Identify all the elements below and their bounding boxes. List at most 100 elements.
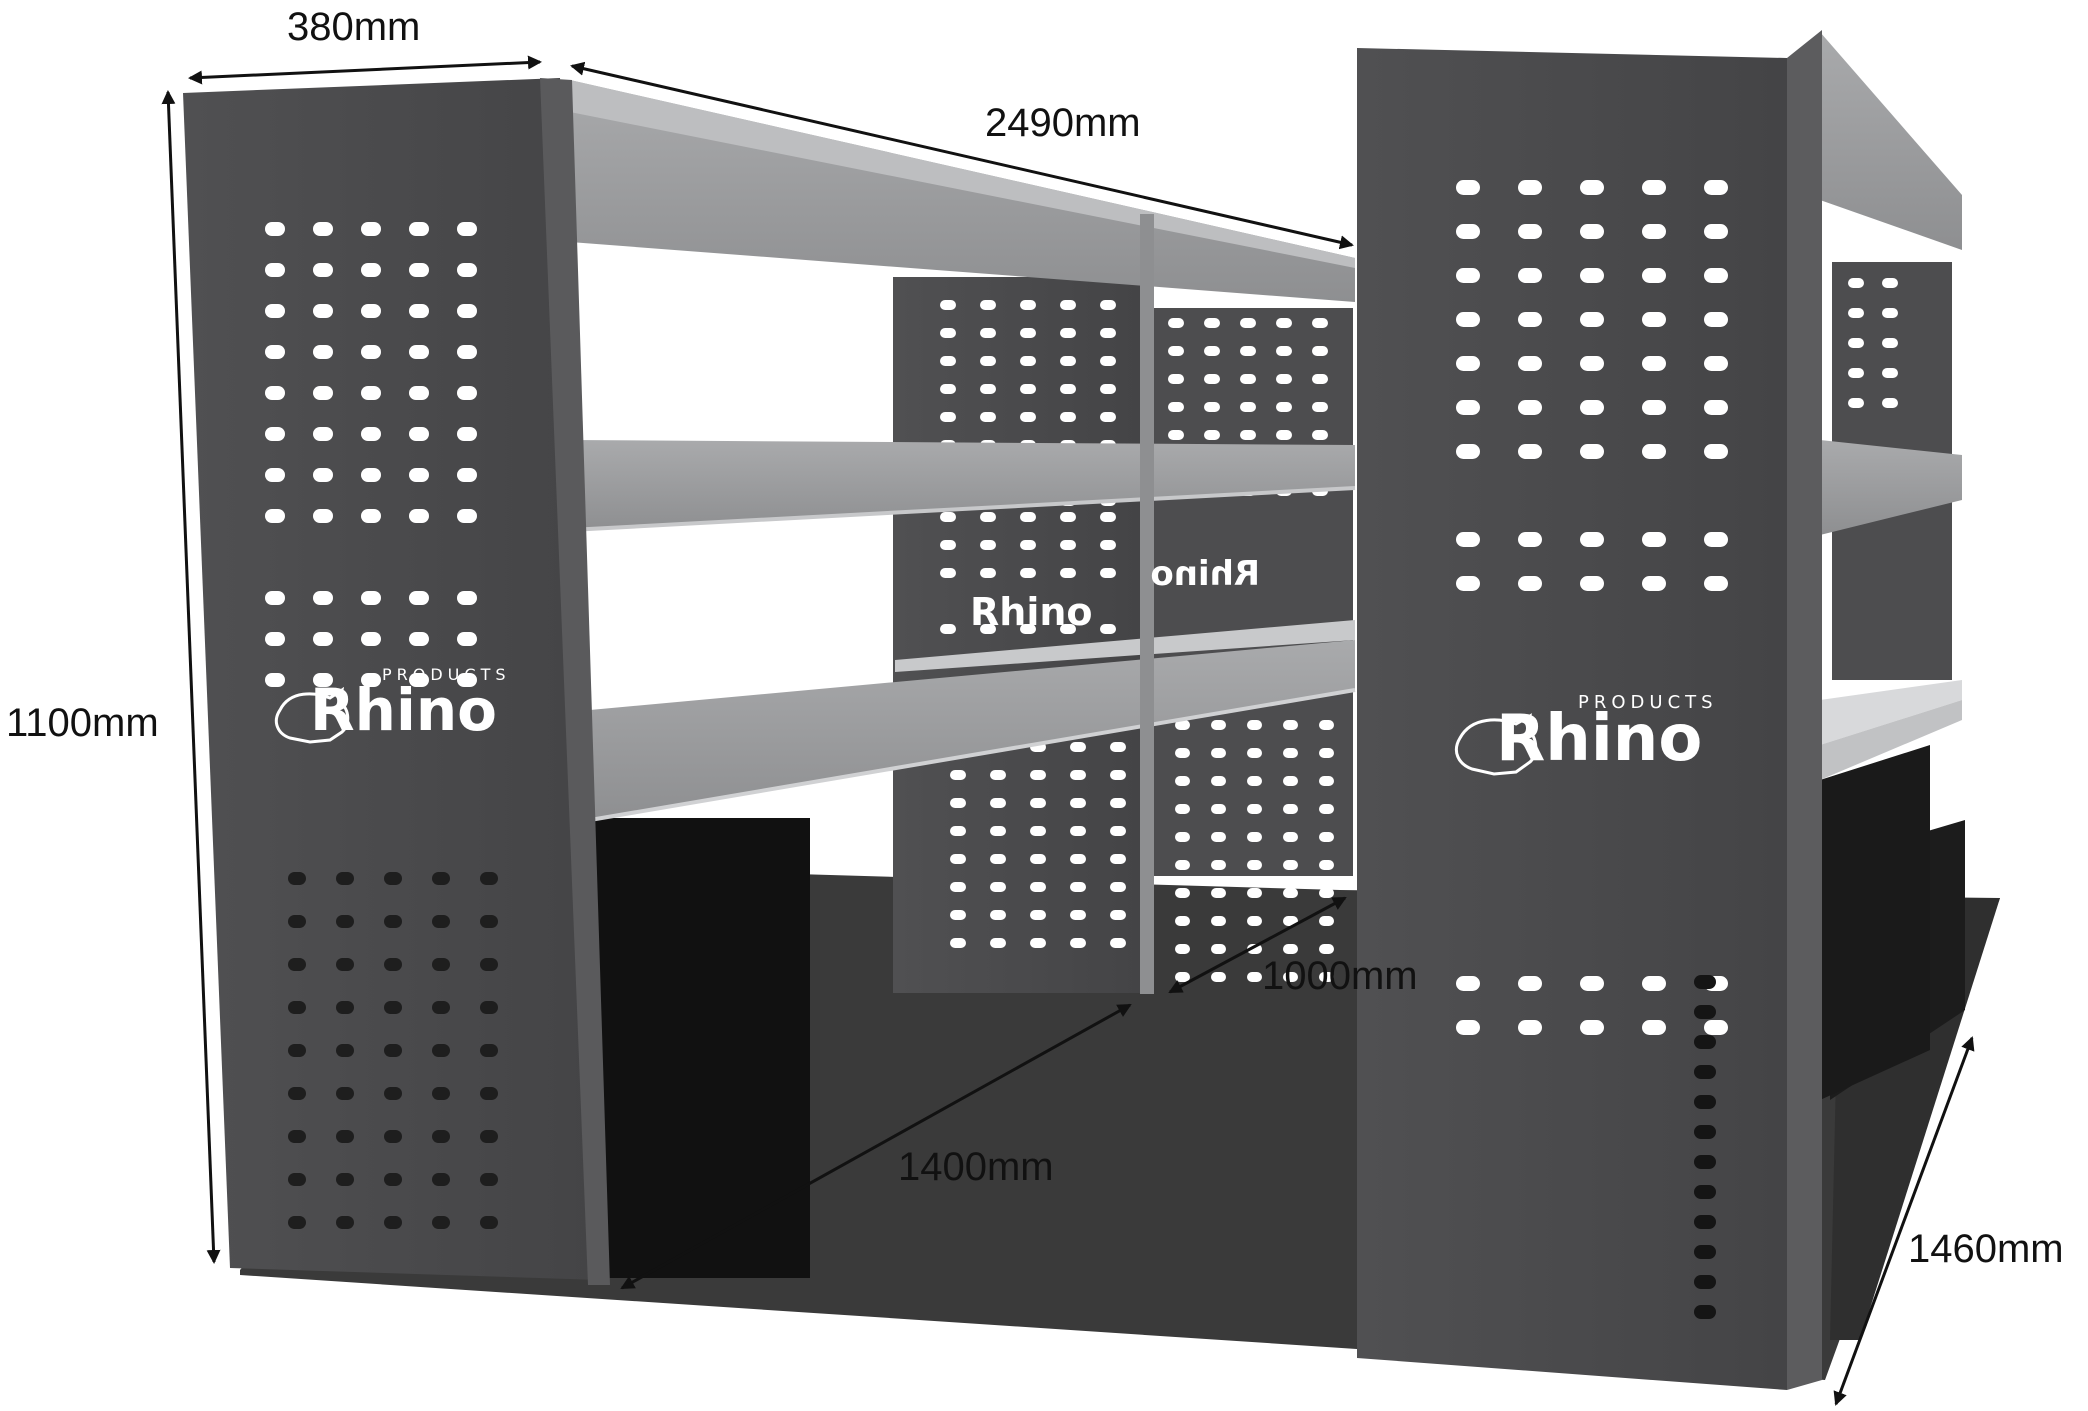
perforation-hole [1704, 400, 1728, 415]
perforation-hole [313, 222, 333, 236]
back-panel-left [893, 277, 1151, 993]
perforation-hole [940, 300, 956, 310]
perforation-hole [432, 958, 450, 971]
perforation-hole [1100, 512, 1116, 522]
perforation-hole [1240, 346, 1256, 356]
perforation-hole [1100, 300, 1116, 310]
perforation-hole [361, 386, 381, 400]
perforation-hole [384, 1216, 402, 1229]
perforation-hole [336, 1216, 354, 1229]
perforation-hole [1456, 532, 1480, 547]
label-depth-end-panel: 380mm [287, 5, 420, 49]
perforation-hole [1319, 720, 1334, 730]
perforation-hole [950, 938, 966, 948]
perforation-hole [384, 915, 402, 928]
perforation-hole [336, 1130, 354, 1143]
perforation-hole [288, 1087, 306, 1100]
perforation-hole [1030, 770, 1046, 780]
perforation-hole [361, 673, 381, 687]
perforation-hole [990, 938, 1006, 948]
perforation-hole [1030, 798, 1046, 808]
perforation-hole [1283, 748, 1298, 758]
perforation-hole [480, 1173, 498, 1186]
perforation-hole [1580, 576, 1604, 591]
perforation-hole [409, 427, 429, 441]
perforation-hole [940, 540, 956, 550]
perforation-hole [1247, 860, 1262, 870]
perforation-hole [1694, 1185, 1716, 1199]
perforation-hole [1175, 944, 1190, 954]
dim-line-2490 [570, 61, 1354, 250]
perforation-hole [1694, 1305, 1716, 1319]
perforation-hole [384, 1130, 402, 1143]
perforation-hole [1276, 430, 1292, 440]
perforation-hole [1580, 224, 1604, 239]
perforation-hole [1518, 312, 1542, 327]
perforation-hole [313, 509, 333, 523]
shelf-divider [1140, 214, 1154, 994]
perforation-hole [1060, 568, 1076, 578]
perforation-hole [1276, 346, 1292, 356]
perforation-hole [313, 673, 333, 687]
perforation-hole [1456, 444, 1480, 459]
perforation-hole [1211, 972, 1226, 982]
perforation-hole [1110, 910, 1126, 920]
perforation-hole [336, 915, 354, 928]
perforation-hole [1319, 776, 1334, 786]
perforation-hole [1694, 1095, 1716, 1109]
perforation-hole [384, 1173, 402, 1186]
label-total-length: 2490mm [985, 101, 1141, 145]
perforation-hole [265, 386, 285, 400]
perforation-hole [1456, 224, 1480, 239]
perforation-hole [1020, 300, 1036, 310]
perforation-hole [384, 1087, 402, 1100]
perforation-hole [1704, 356, 1728, 371]
perforation-hole [1319, 944, 1334, 954]
perforation-hole [1175, 776, 1190, 786]
perforation-hole [1694, 1005, 1716, 1019]
perforation-hole [1030, 910, 1046, 920]
perforation-hole [1110, 798, 1126, 808]
perforation-hole [313, 304, 333, 318]
end-panel-right: Rhino PRODUCTS [1357, 30, 1822, 1390]
perforation-hole [1580, 532, 1604, 547]
perforation-hole [1211, 916, 1226, 926]
perforation-hole [1848, 278, 1864, 288]
perforation-hole [1518, 1020, 1542, 1035]
perforation-hole [384, 1044, 402, 1057]
perforation-hole [1020, 540, 1036, 550]
perforation-hole [1247, 776, 1262, 786]
perforation-hole [1319, 916, 1334, 926]
rhino-logo-icon [1455, 713, 1538, 776]
perforation-hole [980, 512, 996, 522]
perforation-hole [1247, 972, 1262, 982]
perforation-hole [409, 673, 429, 687]
perforation-hole [288, 958, 306, 971]
perforation-hole [1247, 748, 1262, 758]
perforation-hole [1319, 804, 1334, 814]
perforation-hole [950, 854, 966, 864]
perforation-hole [384, 1001, 402, 1014]
perforation-hole [361, 304, 381, 318]
perforation-hole [1204, 374, 1220, 384]
perforation-hole [1020, 384, 1036, 394]
perforation-hole [313, 345, 333, 359]
perforation-hole [1060, 300, 1076, 310]
dim-line-1100 [161, 90, 221, 1264]
perforation-hole [1642, 444, 1666, 459]
label-depth-mid: 1000mm [1262, 954, 1418, 998]
perforation-hole [1100, 412, 1116, 422]
perforation-hole [990, 910, 1006, 920]
perforation-hole [288, 1001, 306, 1014]
perforation-hole [1882, 308, 1898, 318]
perforation-hole [950, 798, 966, 808]
perforation-hole [1456, 180, 1480, 195]
logo-brand-back-mirrored: Rhino [1150, 554, 1260, 594]
perforation-hole [1518, 400, 1542, 415]
perforation-hole [1020, 412, 1036, 422]
perforation-hole [1283, 720, 1298, 730]
perforation-hole [409, 591, 429, 605]
perforation-hole [980, 300, 996, 310]
perforation-hole [409, 222, 429, 236]
